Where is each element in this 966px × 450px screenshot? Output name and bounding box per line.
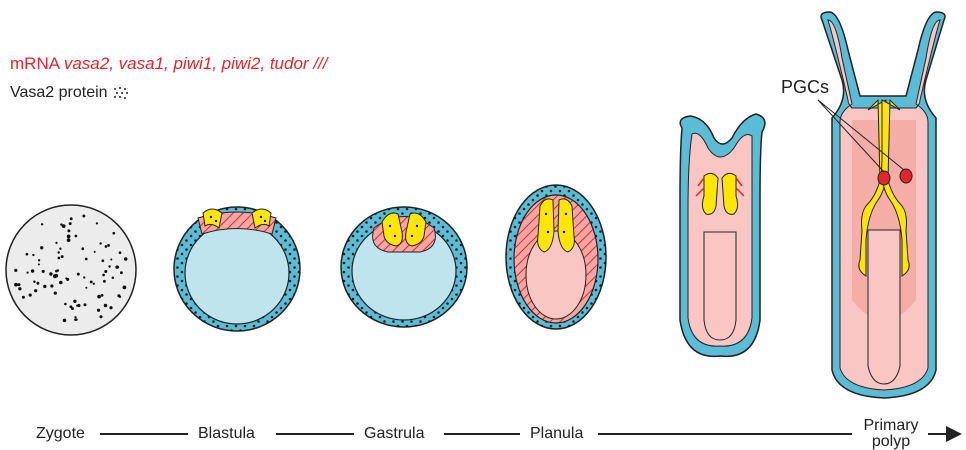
zygote-dot [67, 238, 71, 242]
zygote-dot [81, 247, 84, 250]
blastula-embryo [174, 207, 300, 331]
zygote-dot [67, 235, 71, 239]
stage-primary-polyp: Primary polyp [856, 418, 926, 450]
zygote-dot [73, 300, 76, 303]
zygote-dot [75, 318, 78, 321]
zygote-dot [31, 269, 35, 273]
zygote-dot [84, 303, 87, 306]
zygote-dot [119, 251, 122, 254]
zygote-dot [96, 222, 98, 224]
zygote-dot [97, 295, 101, 299]
zygote-dot [90, 280, 93, 283]
zygote-dot [43, 285, 46, 288]
zygote-dot [83, 276, 85, 278]
zygote-dot [41, 223, 43, 225]
zygote-dot [69, 222, 72, 225]
zygote-dot [58, 251, 60, 253]
zygote-dot [32, 254, 34, 256]
zygote-dot [40, 246, 43, 249]
primary-polyp [818, 12, 945, 398]
zygote-dot [17, 283, 20, 286]
zygote-dot [34, 289, 37, 292]
zygote-dot [123, 286, 127, 290]
zygote-dot [77, 273, 80, 276]
planula-embryo [506, 185, 606, 329]
zygote-dot [49, 272, 52, 275]
stage-blastula: Blastula [198, 425, 255, 443]
zygote-dot [99, 242, 101, 244]
zygote-dot [14, 269, 17, 272]
zygote-dot [99, 315, 102, 318]
zygote-dot [85, 258, 88, 261]
zygote-dot [97, 309, 100, 312]
zygote-embryo [6, 205, 136, 335]
zygote-dot [112, 276, 115, 279]
zygote-dot [26, 253, 29, 256]
zygote-dot [63, 319, 67, 323]
zygote-dot [38, 263, 40, 265]
zygote-dot [102, 274, 105, 277]
stage-primary-polyp-line1: Primary [856, 418, 926, 434]
zygote-dot [104, 270, 107, 273]
zygote-dot [36, 282, 39, 285]
timeline-arrow-icon [946, 426, 962, 442]
zygote-dot [59, 281, 63, 285]
pgc-left [878, 171, 890, 185]
zygote-dot [112, 232, 115, 235]
zygote-dot [105, 245, 108, 248]
zygote-dot [27, 272, 29, 274]
zygote-dot [55, 242, 57, 244]
zygote-dot [103, 280, 106, 283]
zygote-dot [14, 283, 18, 287]
zygote-dot [18, 287, 21, 290]
stage-planula: Planula [530, 425, 583, 443]
zygote-dot [82, 215, 85, 218]
zygote-dot [70, 217, 73, 220]
zygote-dot [108, 265, 110, 267]
blastula-yellow-right [252, 209, 271, 228]
zygote-dot [74, 316, 76, 318]
zygote-dot [55, 270, 58, 273]
zygote-dot [109, 306, 112, 309]
zygote-dot [104, 304, 108, 308]
zygote-dot [65, 277, 67, 279]
zygote-dot [59, 248, 61, 250]
zygote-dot [107, 244, 110, 247]
zygote-dot [124, 257, 128, 261]
pgcs-label: PGCs [781, 77, 829, 98]
zygote-dot [101, 259, 104, 262]
zygote-dot [101, 294, 104, 297]
zygote-dot [67, 229, 70, 232]
zygote-dot [42, 270, 45, 273]
zygote-dot [110, 258, 112, 260]
stage-primary-polyp-line2: polyp [856, 434, 926, 450]
zygote-dot [33, 280, 35, 282]
zygote-dot [93, 283, 95, 285]
zygote-dot [38, 259, 40, 261]
zygote-dot [64, 303, 67, 306]
gastrula-embryo [341, 207, 467, 327]
zygote-dot [58, 257, 61, 260]
zygote-dot [54, 291, 57, 294]
early-polyp [680, 114, 765, 356]
pgc-right [900, 169, 912, 183]
zygote-dot [22, 296, 25, 299]
blastula-yellow-left [203, 209, 222, 228]
stage-gastrula: Gastrula [364, 425, 424, 443]
zygote-dot [76, 305, 78, 307]
zygote-dot [119, 296, 121, 298]
zygote-dot [117, 266, 119, 268]
stage-zygote: Zygote [36, 425, 85, 443]
zygote-dot [50, 284, 53, 287]
zygote-dot [94, 251, 96, 253]
zygote-dot [62, 224, 66, 228]
zygote-dot [69, 305, 72, 308]
zygote-dot [85, 287, 87, 289]
zygote-dot [75, 235, 78, 238]
zygote-dot [29, 294, 32, 297]
zygote-dot [61, 255, 64, 258]
zygote-dot [54, 274, 58, 278]
zygote-dot [120, 271, 123, 274]
